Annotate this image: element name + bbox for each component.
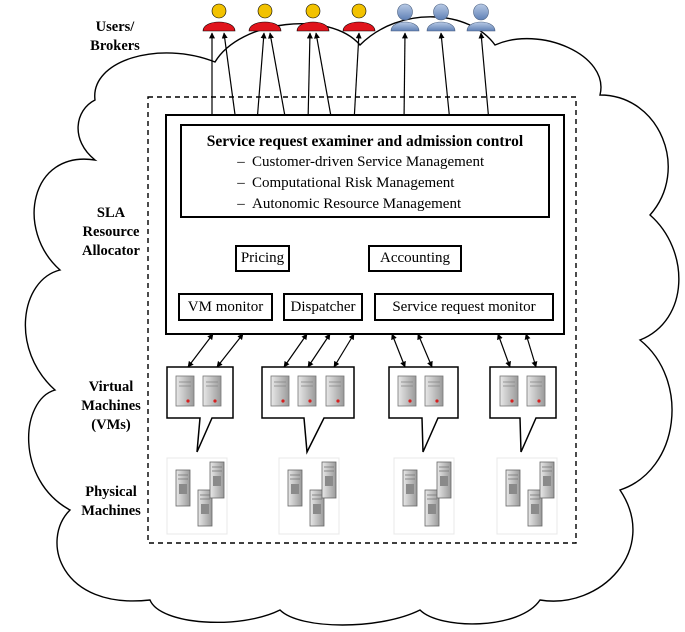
server-icon [175, 375, 195, 407]
virtual-machines-label: Virtual Machines (VMs) [66, 378, 156, 435]
user-arrow [254, 32, 267, 123]
examiner-item-text: Autonomic Resource Management [252, 196, 462, 212]
examiner-item: –Autonomic Resource Management [230, 196, 461, 213]
users-label-line2: Brokers [90, 38, 140, 54]
server-icon [297, 375, 317, 407]
vm-arrow [283, 333, 308, 368]
users-label-line1: Users/ [95, 19, 135, 35]
dash: – [237, 175, 245, 191]
physical-label-line1: Physical [85, 484, 137, 500]
vm-arrow [216, 333, 244, 368]
user-arrow [401, 32, 408, 123]
vms-label-line3: (VMs) [91, 417, 131, 433]
physical-server-icon [393, 457, 455, 535]
vm-arrow [187, 333, 214, 368]
service-request-monitor-box: Service request monitor [374, 293, 554, 321]
user-arrow [478, 32, 492, 123]
cloud-outline [24, 16, 680, 626]
vm-arrow [391, 333, 406, 368]
user-red-icon [296, 3, 330, 32]
dashed-region [147, 96, 577, 544]
user-red-icon [202, 3, 236, 32]
user-arrow [305, 32, 313, 123]
vms-label-line2: Machines [81, 398, 141, 414]
server-icon [270, 375, 290, 407]
user-arrow [221, 32, 239, 123]
examiner-item-text: Customer-driven Service Management [252, 154, 485, 170]
user-red-icon [342, 3, 376, 32]
server-icon [424, 375, 444, 407]
user-arrow [268, 32, 288, 123]
vms-label-line1: Virtual [88, 379, 134, 395]
user-blue-icon [390, 3, 420, 32]
dash: – [237, 154, 245, 170]
users-brokers-label: Users/ Brokers [70, 18, 160, 56]
server-icon [499, 375, 519, 407]
user-arrow [351, 32, 362, 123]
sla-label-line3: Allocator [82, 243, 140, 259]
server-icon [325, 375, 345, 407]
dash: – [237, 196, 245, 212]
vm-arrow [417, 333, 433, 368]
server-icon [526, 375, 546, 407]
server-icon [202, 375, 222, 407]
sla-label-line1: SLA [96, 205, 126, 221]
user-blue-icon [426, 3, 456, 32]
examiner-item: –Customer-driven Service Management [230, 154, 484, 171]
user-arrow [314, 32, 334, 123]
user-arrow [438, 32, 453, 123]
examiner-item: –Computational Risk Management [230, 175, 454, 192]
vm-arrow [307, 333, 331, 368]
physical-server-icon [496, 457, 558, 535]
physical-machines-label: Physical Machines [66, 483, 156, 521]
vm-arrow [524, 333, 538, 368]
user-blue-icon [466, 3, 496, 32]
physical-server-icon [166, 457, 228, 535]
examiner-box: Service request examiner and admission c… [180, 124, 550, 218]
physical-server-icon [278, 457, 340, 535]
sla-resource-allocator-label: SLA Resource Allocator [66, 204, 156, 261]
sla-label-line2: Resource [82, 224, 140, 240]
examiner-title: Service request examiner and admission c… [206, 133, 524, 150]
dispatcher-box: Dispatcher [283, 293, 363, 321]
pricing-box: Pricing [235, 245, 290, 272]
user-red-icon [248, 3, 282, 32]
vm-monitor-box: VM monitor [178, 293, 273, 321]
accounting-box: Accounting [368, 245, 462, 272]
examiner-item-text: Computational Risk Management [252, 175, 455, 191]
vm-arrow [497, 333, 511, 368]
vm-arrow [333, 333, 355, 368]
physical-label-line2: Machines [81, 503, 141, 519]
server-icon [397, 375, 417, 407]
